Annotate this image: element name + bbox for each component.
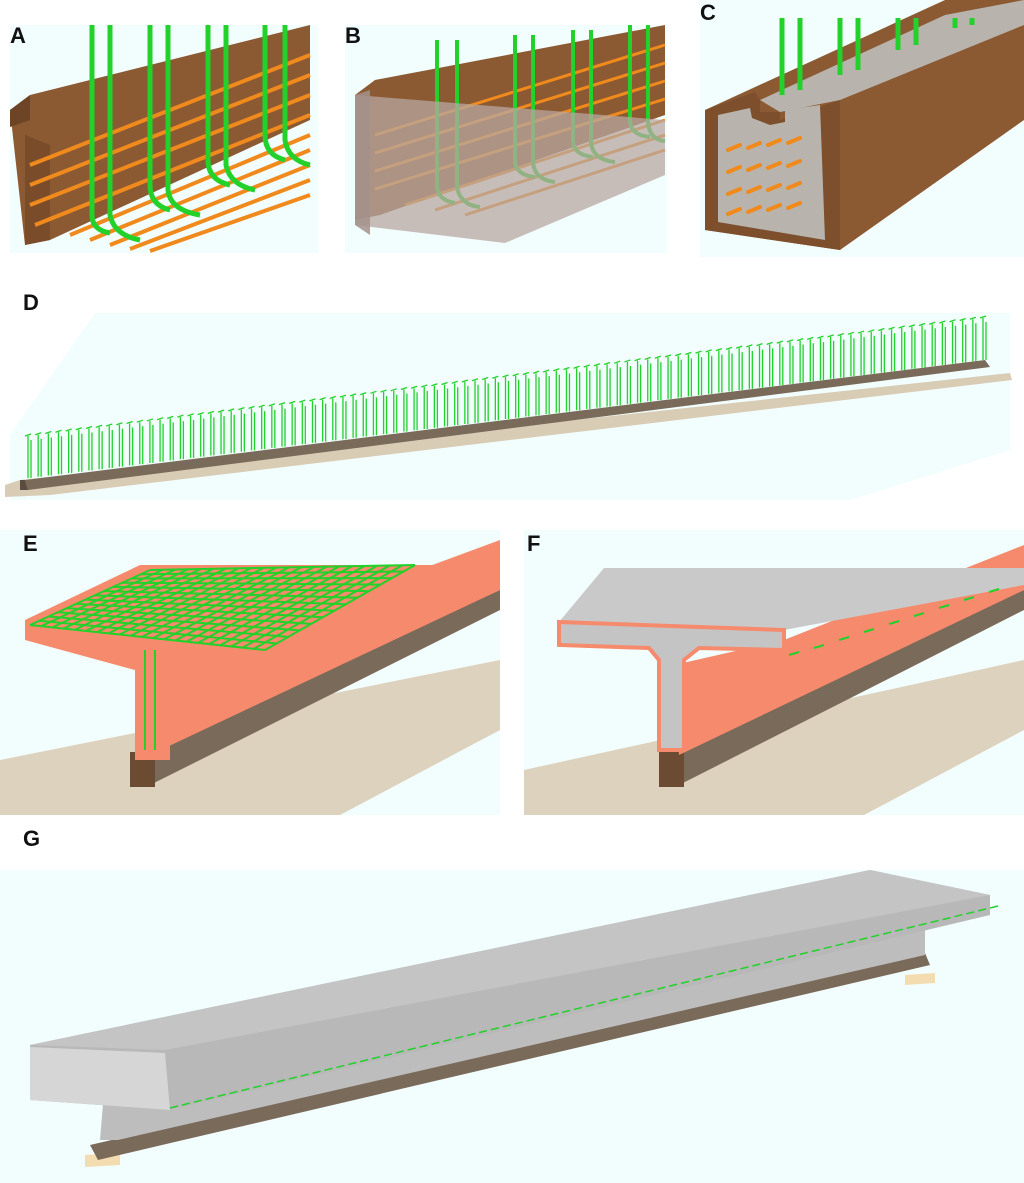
panel-f: F [524,530,1024,815]
panel-e-drawing [0,530,500,815]
panel-label-a: A [10,25,26,48]
panel-d-drawing [5,313,1012,500]
panel-label-c: C [700,0,716,25]
panel-label-f: F [527,531,541,556]
panel-f-drawing [524,530,1024,815]
panel-d: D [0,285,1024,500]
panel-label-d: D [23,290,39,315]
panel-label-e: E [23,531,38,556]
panel-label-b: B [345,25,361,48]
panel-g: G [0,825,1024,1183]
panel-b-drawing [345,25,667,253]
panel-g-drawing [0,870,1024,1183]
panel-a-drawing [10,25,318,253]
panel-a: A [10,25,318,253]
panel-e: E [0,530,500,815]
panel-label-g: G [23,826,41,851]
panel-b: B [345,25,667,253]
panel-c-drawing [700,0,1024,257]
panel-c: C [700,0,1024,257]
